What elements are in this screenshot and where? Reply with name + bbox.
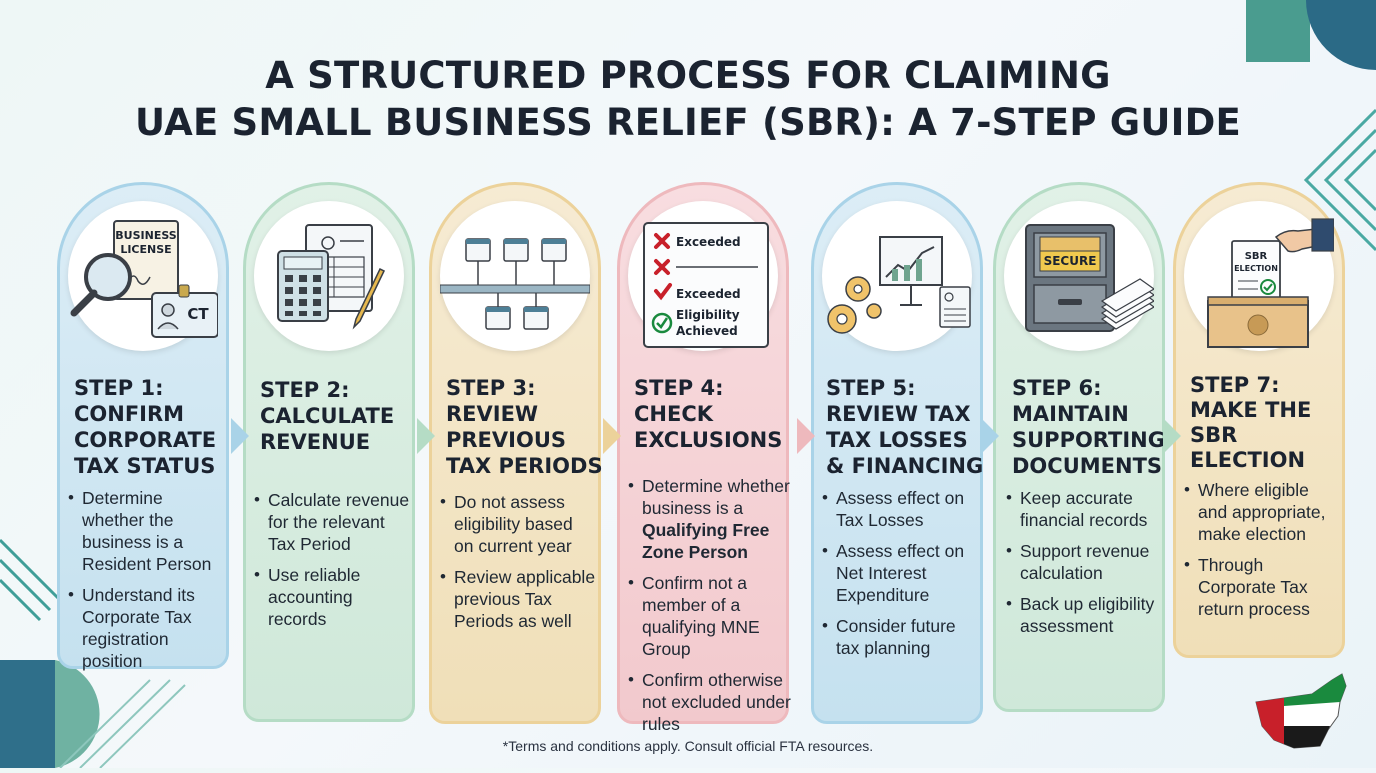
list-item: Assess effect on Net Interest Expenditur… xyxy=(822,540,978,606)
step-2-bullets: Calculate revenue for the relevant Tax P… xyxy=(254,489,410,639)
list-item: Assess effect on Tax Losses xyxy=(822,487,978,531)
check-icon xyxy=(654,283,672,301)
step-6-illustration: SECURE xyxy=(1004,201,1154,351)
step-4-illustration: Exceeded Exceeded Eligibility Achieved xyxy=(628,201,778,351)
step-7-title: STEP 7: MAKE THE SBR ELECTION xyxy=(1190,373,1312,472)
arrow-right-icon xyxy=(981,418,999,454)
list-item: Through Corporate Tax return process xyxy=(1184,554,1340,620)
step-6-title: STEP 6: MAINTAIN SUPPORTING DOCUMENTS xyxy=(1012,376,1165,478)
step-3-card: STEP 3: REVIEW PREVIOUS TAX PERIODS Do n… xyxy=(429,182,603,724)
filing-cabinet-icon: SECURE xyxy=(1025,224,1115,332)
svg-text:BUSINESS: BUSINESS xyxy=(115,229,176,242)
corner-decoration-top-right xyxy=(1246,0,1376,320)
step-3-title: STEP 3: REVIEW PREVIOUS TAX PERIODS xyxy=(446,376,603,478)
title-line-1: A STRUCTURED PROCESS FOR CLAIMING xyxy=(265,54,1111,97)
arrow-right-icon xyxy=(231,418,249,454)
step-6-card: SECURE STEP 6: MAINTAIN SUPPORTING DOCUM… xyxy=(993,182,1165,712)
id-badge-icon: CT xyxy=(151,284,218,338)
svg-text:LICENSE: LICENSE xyxy=(120,243,171,256)
list-item: Use reliable accounting records xyxy=(254,564,410,630)
magnifying-glass-icon xyxy=(70,253,132,317)
step-4-card: Exceeded Exceeded Eligibility Achieved S… xyxy=(617,182,791,734)
ballot-paper-icon: SBR ELECTION xyxy=(1231,240,1281,306)
presentation-chart-icon xyxy=(879,236,943,306)
cross-icon xyxy=(654,233,670,275)
svg-text:Exceeded: Exceeded xyxy=(676,235,741,249)
step-2-title: STEP 2: CALCULATE REVENUE xyxy=(260,378,395,454)
corner-decoration-bottom-left xyxy=(0,520,190,769)
paper-stack-icon xyxy=(1100,278,1154,330)
step-2-illustration xyxy=(254,201,404,351)
list-item: Determine whether business is a Qualifyi… xyxy=(628,475,792,563)
list-item: Confirm otherwise not excluded under rul… xyxy=(628,669,792,735)
list-item: Consider future tax planning xyxy=(822,615,978,659)
arrow-right-icon xyxy=(603,418,621,454)
arrow-right-icon xyxy=(417,418,435,454)
step-4-bullets: Determine whether business is a Qualifyi… xyxy=(628,475,792,744)
step-7-bullets: Where eligible and appropriate, make ele… xyxy=(1184,479,1340,629)
step-6-bullets: Keep accurate financial records Support … xyxy=(1006,487,1160,646)
step-7-card: SBR ELECTION STEP 7: MAKE THE SBR ELECTI… xyxy=(1173,182,1345,658)
svg-text:ELECTION: ELECTION xyxy=(1234,264,1278,273)
svg-text:Exceeded: Exceeded xyxy=(676,287,741,301)
list-item: Calculate revenue for the relevant Tax P… xyxy=(254,489,410,555)
checkmark-circle-icon xyxy=(651,312,673,334)
step-1-illustration: BUSINESS LICENSE CT xyxy=(68,201,218,351)
step-2-card: STEP 2: CALCULATE REVENUE Calculate reve… xyxy=(243,182,415,722)
step-1-title: STEP 1: CONFIRM CORPORATE TAX STATUS xyxy=(74,376,217,478)
svg-text:Eligibility: Eligibility xyxy=(676,308,740,322)
pen-icon xyxy=(352,267,385,330)
step-5-title: STEP 5: REVIEW TAX TAX LOSSES & FINANCIN… xyxy=(826,376,984,478)
list-item: Understand its Corporate Tax registratio… xyxy=(68,584,224,672)
hand-icon xyxy=(1274,218,1334,253)
page-title: A STRUCTURED PROCESS FOR CLAIMING UAE SM… xyxy=(0,52,1376,146)
list-item: Support revenue calculation xyxy=(1006,540,1160,584)
svg-text:SECURE: SECURE xyxy=(1044,254,1097,268)
step-3-illustration xyxy=(440,201,590,351)
step-5-bullets: Assess effect on Tax Losses Assess effec… xyxy=(822,487,978,668)
svg-text:Achieved: Achieved xyxy=(676,324,738,338)
calculator-icon xyxy=(277,250,329,322)
arrow-right-icon xyxy=(1163,418,1181,454)
footnote: *Terms and conditions apply. Consult off… xyxy=(502,738,874,754)
list-item: Where eligible and appropriate, make ele… xyxy=(1184,479,1340,545)
title-line-2: UAE SMALL BUSINESS RELIEF (SBR): A 7-STE… xyxy=(135,101,1241,144)
ballot-box-icon xyxy=(1207,296,1309,348)
list-item: Do not assess eligibility based on curre… xyxy=(440,491,596,557)
list-item: Review applicable previous Tax Periods a… xyxy=(440,566,596,632)
step-3-bullets: Do not assess eligibility based on curre… xyxy=(440,491,596,641)
list-item: Confirm not a member of a qualifying MNE… xyxy=(628,572,792,660)
step-1-bullets: Determine whether the business is a Resi… xyxy=(68,487,224,681)
step-5-card: STEP 5: REVIEW TAX TAX LOSSES & FINANCIN… xyxy=(811,182,983,724)
step-7-illustration: SBR ELECTION xyxy=(1184,201,1334,351)
clipboard-icon xyxy=(939,286,971,328)
svg-text:CT: CT xyxy=(187,305,209,323)
svg-text:SBR: SBR xyxy=(1245,251,1268,262)
list-item: Keep accurate financial records xyxy=(1006,487,1160,531)
gear-icon xyxy=(827,276,882,334)
step-5-illustration xyxy=(822,201,972,351)
step-4-title: STEP 4: CHECK EXCLUSIONS xyxy=(634,376,783,452)
list-item: Determine whether the business is a Resi… xyxy=(68,487,224,575)
uae-map-icon xyxy=(1254,672,1350,752)
step-1-card: BUSINESS LICENSE CT STEP 1: CONFIRM CORP… xyxy=(57,182,229,671)
list-item: Back up eligibility assessment xyxy=(1006,593,1160,637)
arrow-right-icon xyxy=(797,418,815,454)
